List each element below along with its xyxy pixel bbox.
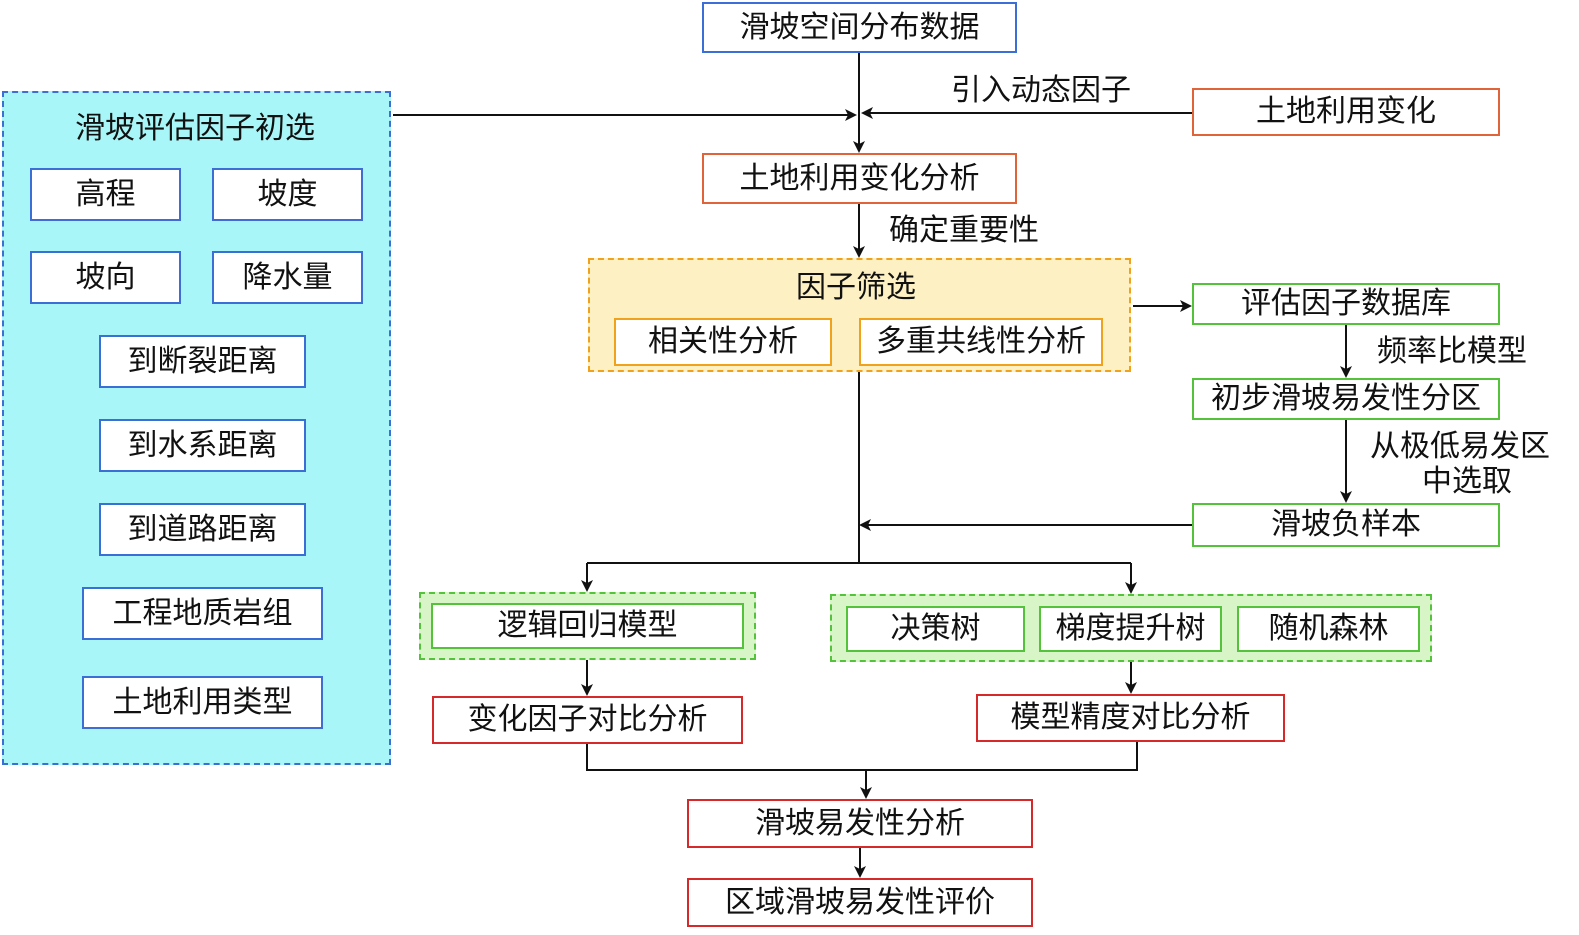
decision-tree-box: 决策树 [846,606,1025,652]
land-use-change-box: 土地利用变化 [1192,88,1500,136]
factor-aspect: 坡向 [30,251,181,304]
correlation-analysis-box: 相关性分析 [614,318,832,366]
regional-evaluation-box: 区域滑坡易发性评价 [687,878,1033,927]
select-label-line2: 中选取 [1422,464,1512,499]
gradient-boost-box: 梯度提升树 [1039,606,1222,652]
landslide-data-box: 滑坡空间分布数据 [702,2,1017,53]
factor-land-use-type: 土地利用类型 [82,676,323,729]
factor-elevation: 高程 [30,168,181,221]
select-label-line1: 从极低易发区 [1370,429,1550,464]
negative-samples-box: 滑坡负样本 [1192,503,1500,547]
change-factor-compare-box: 变化因子对比分析 [432,696,743,744]
factor-precipitation: 降水量 [212,251,363,304]
land-use-analysis-box: 土地利用变化分析 [702,153,1017,204]
accuracy-compare-box: 模型精度对比分析 [976,694,1285,742]
factor-road-distance: 到道路距离 [99,503,306,556]
initial-zoning-box: 初步滑坡易发性分区 [1192,378,1500,420]
susceptibility-analysis-box: 滑坡易发性分析 [687,799,1033,848]
factor-fault-distance: 到断裂距离 [99,335,306,388]
random-forest-box: 随机森林 [1237,606,1420,652]
multicollinearity-analysis-box: 多重共线性分析 [859,318,1103,366]
line-merge [586,742,1138,771]
frequency-ratio-label: 频率比模型 [1377,334,1527,369]
initial-factor-title: 滑坡评估因子初选 [75,111,315,146]
factor-slope: 坡度 [212,168,363,221]
factor-screening-title: 因子筛选 [796,270,916,305]
dynamic-factor-label: 引入动态因子 [951,73,1131,108]
factor-lithology: 工程地质岩组 [82,587,323,640]
factor-database-box: 评估因子数据库 [1192,283,1500,325]
factor-river-distance: 到水系距离 [99,419,306,472]
importance-label: 确定重要性 [889,213,1039,248]
logistic-regression-box: 逻辑回归模型 [431,603,744,649]
